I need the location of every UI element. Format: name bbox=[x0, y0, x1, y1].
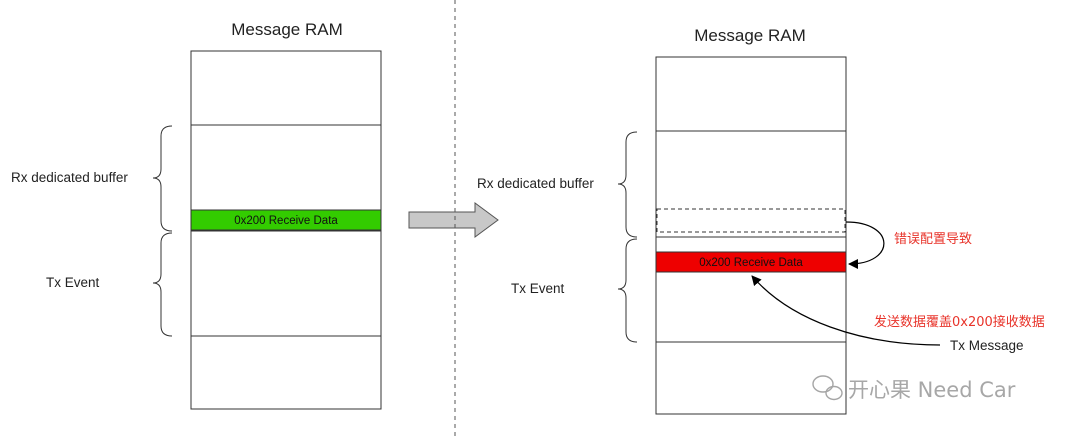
left-rx-label: Rx dedicated buffer bbox=[11, 170, 128, 185]
tx-message-arrow bbox=[751, 275, 941, 346]
transition-arrow-icon bbox=[408, 202, 499, 238]
right-panel: Message RAM 0x200 Receive Data Rx dedica… bbox=[477, 26, 1045, 415]
right-message-ram-box bbox=[655, 56, 847, 415]
watermark: 开心果 Need Car bbox=[812, 375, 1016, 402]
right-tx-label: Tx Event bbox=[511, 281, 565, 296]
left-title: Message RAM bbox=[231, 20, 342, 39]
left-receive-data-buffer bbox=[190, 209, 382, 231]
left-panel: Message RAM 0x200 Receive Data Rx dedica… bbox=[11, 20, 382, 410]
right-expected-buffer-slot bbox=[656, 208, 846, 233]
watermark-text: 开心果 Need Car bbox=[848, 378, 1016, 402]
right-rx-label: Rx dedicated buffer bbox=[477, 176, 594, 191]
tx-message-label: Tx Message bbox=[950, 338, 1024, 353]
left-rx-brace bbox=[152, 125, 173, 232]
right-rx-brace bbox=[617, 131, 638, 238]
right-receive-data-label: 0x200 Receive Data bbox=[699, 257, 803, 269]
left-receive-data-label: 0x200 Receive Data bbox=[234, 215, 338, 227]
right-title: Message RAM bbox=[694, 26, 805, 45]
misconfig-note: 错误配置导致 bbox=[894, 232, 972, 247]
right-tx-brace bbox=[617, 238, 638, 343]
right-receive-data-buffer bbox=[655, 251, 847, 273]
left-tx-brace bbox=[152, 232, 173, 337]
wechat-icon bbox=[812, 375, 843, 401]
left-tx-label: Tx Event bbox=[46, 275, 100, 290]
misconfig-arrow bbox=[845, 221, 885, 269]
overwrite-note: 发送数据覆盖0x200接收数据 bbox=[874, 314, 1045, 330]
